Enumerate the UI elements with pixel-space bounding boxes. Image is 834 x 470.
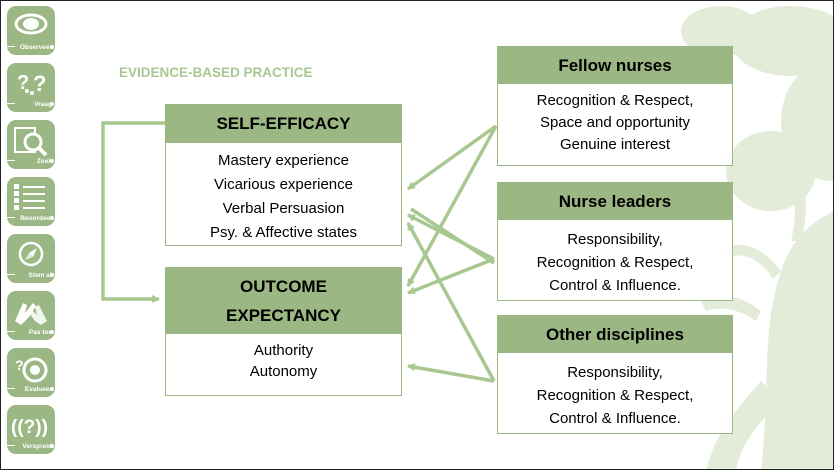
- nurse-leaders-item: Control & Influence.: [549, 277, 681, 294]
- other-disciplines-item: Control & Influence.: [549, 410, 681, 427]
- target-icon: ?: [15, 357, 48, 383]
- step-label: Vraag: [34, 101, 52, 108]
- arrow-leaders-to-outcome: [407, 257, 495, 295]
- fellow-nurses-box: Fellow nurses Recognition & Respect, Spa…: [497, 46, 733, 166]
- checklist-icon: [14, 184, 45, 210]
- outcome-expectancy-header-line: EXPECTANCY: [226, 306, 341, 325]
- svg-text:?: ?: [33, 71, 46, 96]
- step-label: Evalueer: [24, 386, 52, 393]
- step-observeer[interactable]: Observeer: [7, 6, 55, 55]
- svg-text:?: ?: [17, 72, 29, 94]
- step-beoordeel[interactable]: Beoordeel: [7, 177, 55, 226]
- fellow-nurses-item: Recognition & Respect,: [536, 92, 694, 109]
- svg-text:?: ?: [15, 357, 24, 373]
- eye-icon: [14, 13, 48, 35]
- search-icon: [14, 127, 48, 157]
- fellow-nurses-item: Space and opportunity: [539, 114, 691, 131]
- step-label: Verspreid: [22, 443, 52, 450]
- arrow-disciplines-to-outcome: [407, 363, 495, 383]
- self-efficacy-box: SELF-EFFICACY Mastery experience Vicario…: [165, 104, 402, 246]
- outcome-expectancy-item: Authority: [253, 342, 314, 359]
- self-efficacy-item: Psy. & Affective states: [209, 224, 357, 241]
- loop-arrow: [101, 121, 165, 303]
- page-title: EVIDENCE-BASED PRACTICE: [119, 65, 313, 80]
- question-icon: ? ?: [17, 71, 46, 96]
- step-label: Pas toe: [28, 329, 52, 336]
- other-disciplines-item: Recognition & Respect,: [536, 387, 694, 404]
- other-disciplines-header: Other disciplines: [498, 316, 732, 353]
- outcome-expectancy-box: OUTCOME EXPECTANCY Authority Autonomy: [165, 267, 402, 396]
- self-efficacy-item: Verbal Persuasion: [222, 200, 345, 217]
- nurse-leaders-item: Recognition & Respect,: [536, 254, 694, 271]
- step-label: Zoek: [36, 158, 52, 165]
- self-efficacy-header: SELF-EFFICACY: [166, 105, 401, 143]
- fellow-nurses-header: Fellow nurses: [498, 47, 732, 84]
- self-efficacy-item: Mastery experience: [218, 152, 349, 169]
- nurse-leaders-header: Nurse leaders: [498, 183, 732, 220]
- arrow-fellow-to-self: [406, 124, 498, 191]
- svg-text:((?)): ((?)): [11, 417, 48, 438]
- arrow-leaders-to-self: [407, 213, 495, 261]
- step-label: Stem af: [28, 272, 52, 279]
- other-disciplines-box: Other disciplines Responsibility, Recogn…: [497, 315, 733, 434]
- arrow-fellow-to-outcome: [406, 125, 498, 287]
- outcome-expectancy-item: Autonomy: [249, 363, 318, 380]
- step-evalueer[interactable]: ? Evalueer: [7, 348, 55, 397]
- step-label: Observeer: [19, 44, 52, 51]
- arrow-disciplines-to-self: [406, 222, 496, 382]
- compass-icon: [18, 241, 44, 267]
- nurse-leaders-item: Responsibility,: [567, 231, 663, 248]
- step-stem-af[interactable]: Stem af: [7, 234, 55, 283]
- outcome-expectancy-header-line: OUTCOME: [240, 277, 327, 296]
- outcome-expectancy-header: OUTCOME EXPECTANCY: [166, 268, 401, 334]
- broadcast-icon: ((?)): [11, 417, 48, 438]
- step-verspreid[interactable]: ((?)) Verspreid: [7, 405, 55, 454]
- fellow-nurses-item: Genuine interest: [559, 136, 671, 153]
- ebp-steps-sidebar: Observeer ? ? Vraag Zoek: [4, 4, 58, 464]
- other-disciplines-item: Responsibility,: [567, 364, 663, 381]
- step-label: Beoordeel: [20, 215, 52, 222]
- self-efficacy-item: Vicarious experience: [214, 176, 353, 193]
- hands-icon: [15, 303, 47, 325]
- step-zoek[interactable]: Zoek: [7, 120, 55, 169]
- nurse-leaders-box: Nurse leaders Responsibility, Recognitio…: [497, 182, 733, 301]
- step-pas-toe[interactable]: Pas toe: [7, 291, 55, 340]
- step-vraag[interactable]: ? ? Vraag: [7, 63, 55, 112]
